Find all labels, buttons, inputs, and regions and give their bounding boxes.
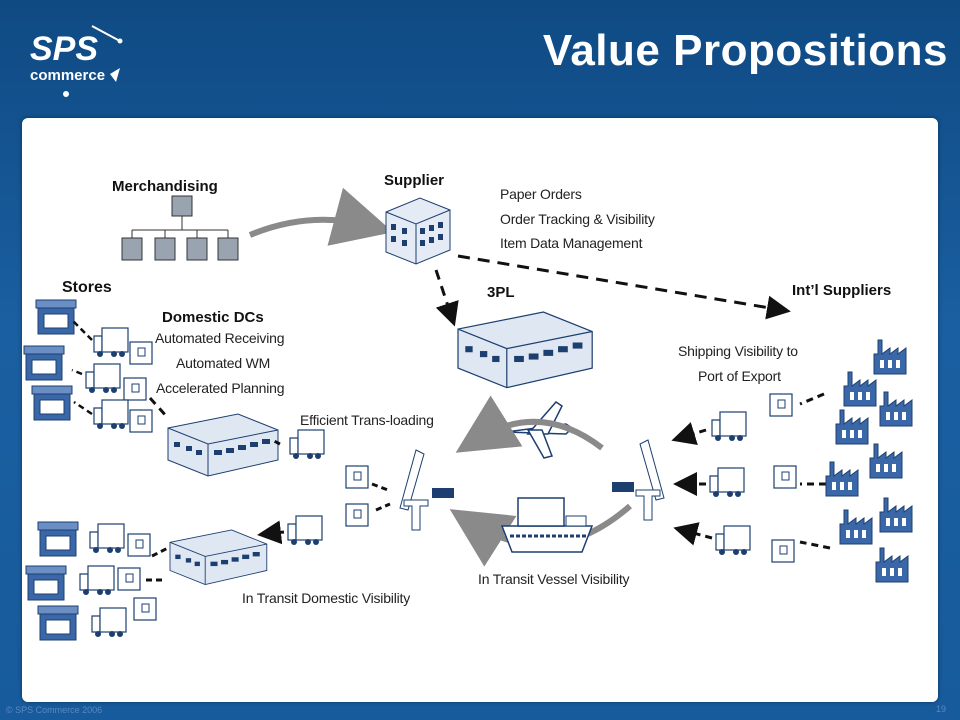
shipping-visibility-label-2: Port of Export (698, 368, 781, 384)
3pl-warehouse-icon (457, 311, 593, 389)
truck-icon (79, 565, 115, 596)
box-icon (345, 503, 369, 527)
page-number: 19 (935, 704, 946, 714)
factory-icon (879, 391, 913, 427)
supplier-prop-item: Order Tracking & Visibility (500, 211, 655, 227)
port-crane-icon (635, 439, 665, 521)
merchandising-label: Merchandising (112, 178, 218, 195)
factory-icon (875, 547, 909, 583)
truck-icon (711, 411, 747, 442)
store-icon (37, 521, 79, 557)
3pl-label: 3PL (487, 284, 515, 301)
dc-prop-item: Automated Receiving (155, 330, 285, 346)
truck-icon (85, 363, 121, 394)
truck-icon (287, 515, 323, 546)
store-icon (23, 345, 65, 381)
box-icon (133, 597, 157, 621)
copyright-footer: © SPS Commerce 2006 (6, 705, 103, 715)
airplane-icon (505, 401, 574, 459)
factory-icon (839, 509, 873, 545)
truck-icon (93, 327, 129, 358)
supplier-label: Supplier (384, 172, 445, 189)
logo-sps-text: SPS (30, 30, 98, 68)
box-icon (771, 539, 795, 563)
store-icon (35, 299, 77, 335)
box-icon (123, 377, 147, 401)
vessel-visibility-label: In Transit Vessel Visibility (478, 571, 630, 587)
supplier-prop-item: Paper Orders (500, 186, 582, 202)
supplier-building-icon (385, 197, 451, 265)
truck-icon (93, 399, 129, 430)
store-icon (31, 385, 73, 421)
store-icon (37, 605, 79, 641)
air-freight-arrow (455, 395, 604, 453)
supplier-to-3pl-arrow (434, 269, 459, 327)
store-icon (25, 565, 67, 601)
domestic-dc-warehouse-icon (169, 529, 268, 585)
shipping-visibility-label: Shipping Visibility to (678, 343, 798, 359)
stores-label: Stores (62, 279, 112, 296)
box-icon (129, 341, 153, 365)
factory-icon (825, 461, 859, 497)
sps-commerce-logo: SPS commerce (30, 25, 123, 97)
factory-icon (873, 339, 907, 375)
factory-icon (869, 443, 903, 479)
box-icon (345, 465, 369, 489)
truck-icon (289, 429, 325, 460)
cargo-ship-icon (500, 497, 594, 553)
domestic-dcs-label: Domestic DCs (162, 309, 264, 326)
merchandising-org-chart-icon (121, 195, 239, 261)
merch-to-supplier-arrow (248, 187, 394, 246)
box-icon (127, 533, 151, 557)
logo-commerce-text: commerce (30, 67, 105, 84)
factory-icon (843, 371, 877, 407)
domestic-visibility-label: In Transit Domestic Visibility (242, 590, 411, 606)
factory-icon (835, 409, 869, 445)
box-icon (769, 393, 793, 417)
truck-icon (715, 525, 751, 556)
box-icon (773, 465, 797, 489)
supplier-prop-item: Item Data Management (500, 235, 643, 251)
truck-icon (91, 607, 127, 638)
dc-prop-item: Accelerated Planning (156, 380, 285, 396)
truck-icon (709, 467, 745, 498)
dc-prop-item: Automated WM (176, 355, 271, 371)
supplier-to-intl-arrow (457, 254, 791, 320)
intl-suppliers-label: Int’l Suppliers (792, 282, 892, 299)
truck-icon (89, 523, 125, 554)
port-crane-icon (399, 449, 429, 531)
box-icon (129, 409, 153, 433)
trans-loading-label: Efficient Trans-loading (300, 412, 434, 428)
domestic-dc-warehouse-icon (167, 413, 279, 477)
page-title: Value Propositions (542, 26, 948, 75)
factory-icon (879, 497, 913, 533)
box-icon (117, 567, 141, 591)
